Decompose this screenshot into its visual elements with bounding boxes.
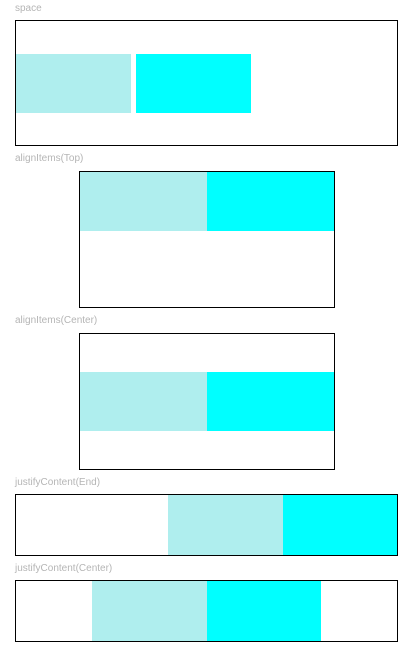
flex-item-1 xyxy=(80,172,207,231)
flex-item-2 xyxy=(136,54,251,113)
flex-item-1 xyxy=(92,581,207,641)
flex-item-2 xyxy=(207,372,334,431)
flex-item-1 xyxy=(80,372,207,431)
flex-item-1 xyxy=(16,54,131,113)
flex-container-align-items-center xyxy=(79,333,335,470)
flex-item-2 xyxy=(207,581,321,641)
flex-container-space xyxy=(15,20,398,146)
flex-container-justify-content-center xyxy=(15,580,398,642)
flex-item-1 xyxy=(168,495,283,555)
section-label-space: space xyxy=(15,3,42,14)
section-label-justify-content-end: justifyContent(End) xyxy=(15,477,101,488)
section-label-justify-content-center: justifyContent(Center) xyxy=(15,563,113,574)
flex-item-2 xyxy=(207,172,334,231)
section-label-align-items-center: alignItems(Center) xyxy=(15,315,98,326)
flex-container-align-items-top xyxy=(79,171,335,308)
flex-container-justify-content-end xyxy=(15,494,398,556)
flex-item-2 xyxy=(283,495,397,555)
section-label-align-items-top: alignItems(Top) xyxy=(15,153,84,164)
